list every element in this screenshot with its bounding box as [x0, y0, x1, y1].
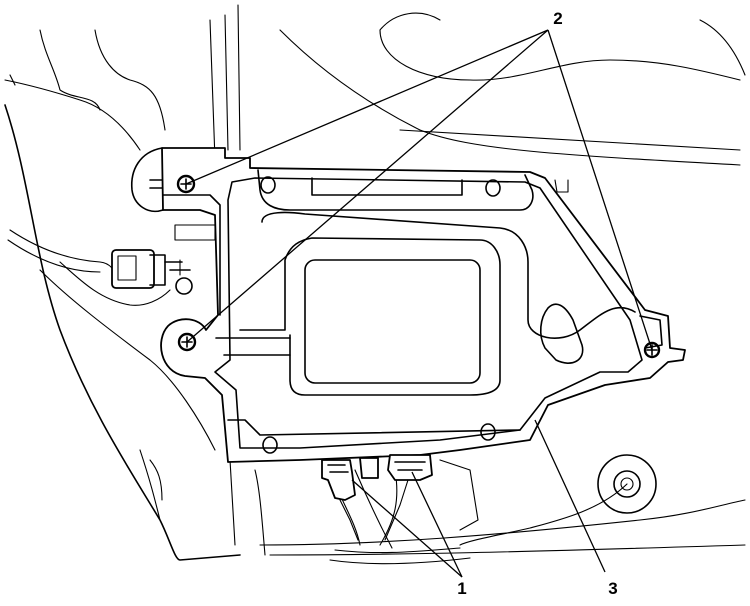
leader-1-right: [411, 471, 463, 578]
leader-1-left: [351, 479, 463, 578]
callout-1: 1: [457, 579, 466, 598]
vehicle-body-background: [4, 4, 746, 565]
leader-3: [534, 419, 606, 573]
leader-2-right: [547, 29, 653, 351]
callout-3: 3: [608, 579, 617, 598]
leader-2-upper-left: [185, 29, 549, 185]
control-module-assembly: [131, 147, 686, 463]
leader-lines: [185, 29, 653, 578]
connectors: [321, 454, 433, 541]
leader-2-lower-left: [186, 29, 549, 343]
callout-2: 2: [553, 9, 562, 28]
